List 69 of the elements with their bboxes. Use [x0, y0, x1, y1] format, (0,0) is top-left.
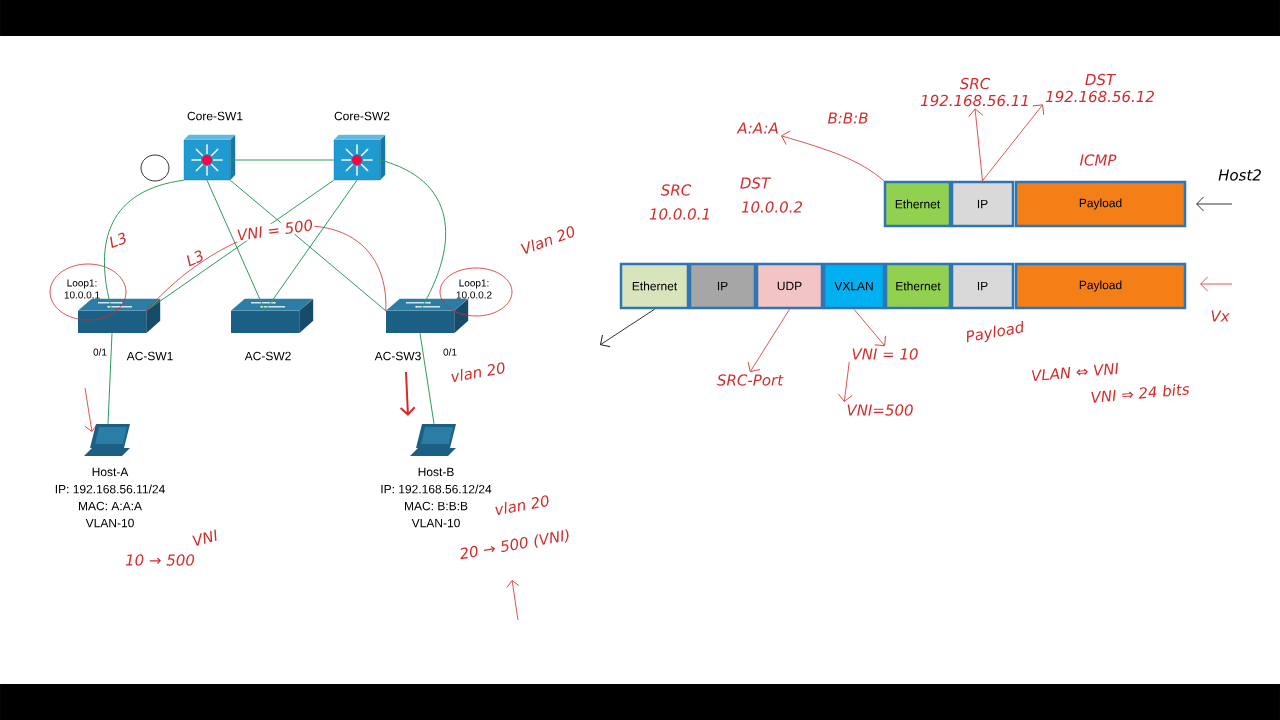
connector	[379, 159, 447, 312]
handwritten-note: ICMP	[1079, 154, 1117, 166]
host-label: VLAN-10	[411, 518, 460, 528]
connector	[264, 179, 358, 312]
host-label: IP: 192.168.56.12/24	[381, 484, 492, 494]
connector	[853, 308, 886, 347]
handwritten-note: DST	[740, 177, 772, 189]
device-label: Core-SW2	[334, 111, 390, 121]
handwritten-note: VNI ⇒ 24 bits	[1091, 384, 1189, 403]
connector	[419, 332, 435, 425]
handwritten-note: SRC 192.168.56.11	[920, 77, 1028, 107]
handwritten-note: L3	[186, 250, 203, 267]
connector	[600, 308, 655, 348]
header-field: Ethernet	[883, 180, 952, 228]
connector	[145, 179, 335, 312]
port-label: 0/1	[93, 348, 107, 356]
connector	[103, 179, 185, 312]
handwritten-note: SRC	[660, 184, 692, 196]
handwritten-note: VNI=500	[847, 404, 913, 416]
header-field: IP	[950, 262, 1015, 310]
host-label: VLAN-10	[85, 518, 134, 528]
handwritten-note: 20 → 500 (VNI)	[460, 529, 569, 560]
handwritten-note: vlan 20	[451, 362, 505, 382]
host-label: MAC: B:B:B	[405, 501, 468, 511]
header-field: IP	[950, 180, 1015, 228]
connector	[107, 332, 113, 425]
device-label: Core-SW1	[187, 111, 243, 121]
device-label: AC-SW2	[244, 351, 291, 361]
handwritten-note: VNI	[192, 529, 217, 546]
handwritten-note: DST 192.168.56.12	[1045, 73, 1154, 103]
handwritten-note: Host2	[1218, 169, 1261, 181]
host-label: IP: 192.168.56.11/24	[55, 484, 165, 494]
handwritten-note: 10.0.0.1	[649, 208, 709, 220]
handwritten-note: L3	[110, 232, 126, 249]
port-label: Loop1: 10.0.0.1	[64, 279, 100, 299]
handwritten-note: Vx	[1211, 310, 1230, 322]
header-field: UDP	[755, 262, 824, 310]
handwritten-note: vlan 20	[495, 495, 549, 515]
header-field: Payload	[1014, 262, 1187, 310]
connector	[206, 179, 266, 312]
handwritten-note: B:B:B	[827, 112, 868, 124]
handwritten-note: 10 → 500	[125, 554, 195, 566]
handwritten-note: Payload	[967, 320, 1023, 343]
header-field: VXLAN	[822, 262, 886, 310]
handwritten-note: VNI = 10	[852, 348, 918, 360]
device-label: AC-SW3	[374, 351, 421, 361]
port-label: 0/1	[443, 348, 457, 356]
port-label: Loop1: 10.0.0.2	[456, 279, 492, 299]
header-field: Ethernet	[884, 262, 952, 310]
connector	[968, 108, 984, 182]
host-label: Host-A	[92, 467, 129, 477]
connector	[781, 130, 885, 182]
header-field: Payload	[1014, 180, 1187, 228]
header-field: Ethernet	[619, 262, 690, 310]
connector	[747, 308, 790, 373]
connector	[229, 159, 335, 161]
header-field: IP	[688, 262, 757, 310]
host-label: MAC: A:A:A	[79, 501, 142, 511]
edge-label: VNI = 500	[235, 217, 315, 243]
handwritten-note: VLAN ⇔ VNI	[1031, 362, 1118, 381]
connector	[837, 361, 853, 402]
handwritten-note: SRC-Port	[717, 374, 784, 386]
connector	[229, 179, 387, 312]
host-label: Host-B	[418, 467, 454, 477]
handwritten-note: A:A:A	[736, 122, 778, 134]
device-label: AC-SW1	[126, 351, 173, 361]
connector	[982, 104, 1045, 182]
handwritten-note: 10.0.0.2	[741, 201, 803, 213]
handwritten-note: Vlan 20	[520, 226, 575, 254]
